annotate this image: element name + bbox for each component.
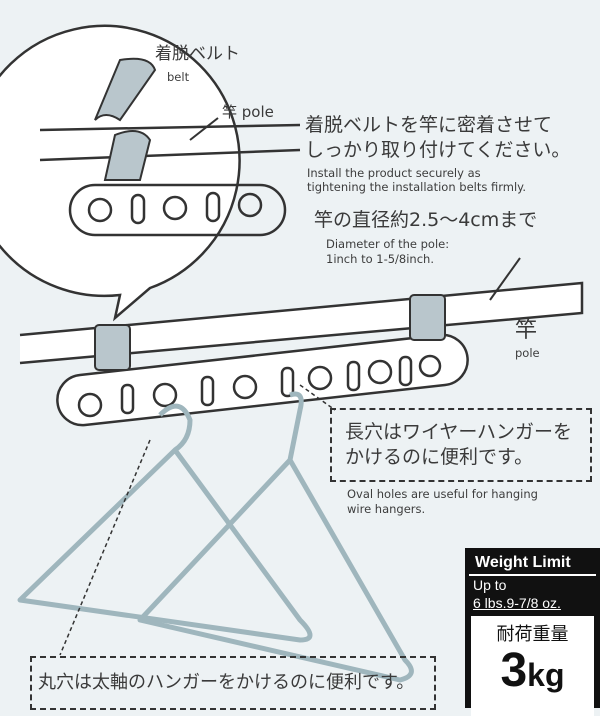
belt-label-en: belt [167,70,190,84]
weight-imperial: 6 lbs.9-7/8 oz. [473,595,561,611]
main-belts [94,294,446,371]
product-diagram [0,24,584,683]
weight-value: 3 [500,644,528,697]
oval-en-1: Oval holes are useful for hanging [347,487,538,501]
pole-label-en: pole [515,346,540,360]
diameter-en-2: 1inch to 1-5/8inch. [326,252,434,266]
hangers [17,391,414,683]
install-jp-1: 着脱ベルトを竿に密着させて [305,114,553,136]
oval-jp-1: 長穴はワイヤーハンガーを [345,421,573,443]
belt-label-jp: 着脱ベルト [155,44,240,64]
weight-title: Weight Limit [469,548,596,576]
install-en-1: Install the product securely as [307,166,481,180]
main-rail [56,333,469,427]
callout-pole-label: 竿 pole [222,103,274,121]
install-en-2: tightening the installation belts firmly… [307,180,526,194]
oval-en-2: wire hangers. [347,502,426,516]
oval-note-box [330,408,592,482]
callout-rail [39,123,301,237]
callout-belt [94,57,157,181]
weight-up-to: Up to [473,577,507,593]
pole-label-jp: 竿 [515,318,538,343]
oval-jp-2: かけるのに便利です。 [345,446,534,468]
weight-limit-badge: Weight Limit Up to 6 lbs.9-7/8 oz. 耐荷重量 … [465,548,600,716]
weight-jp: 耐荷重量 [496,624,569,645]
install-jp-2: しっかり取り付けてください。 [305,139,571,161]
diameter-en-1: Diameter of the pole: [326,237,450,251]
diameter-jp: 竿の直径約2.5〜4cmまで [314,209,538,231]
weight-unit: kg [527,657,565,693]
round-jp: 丸穴は太軸のハンガーをかけるのに便利です。 [38,672,415,693]
